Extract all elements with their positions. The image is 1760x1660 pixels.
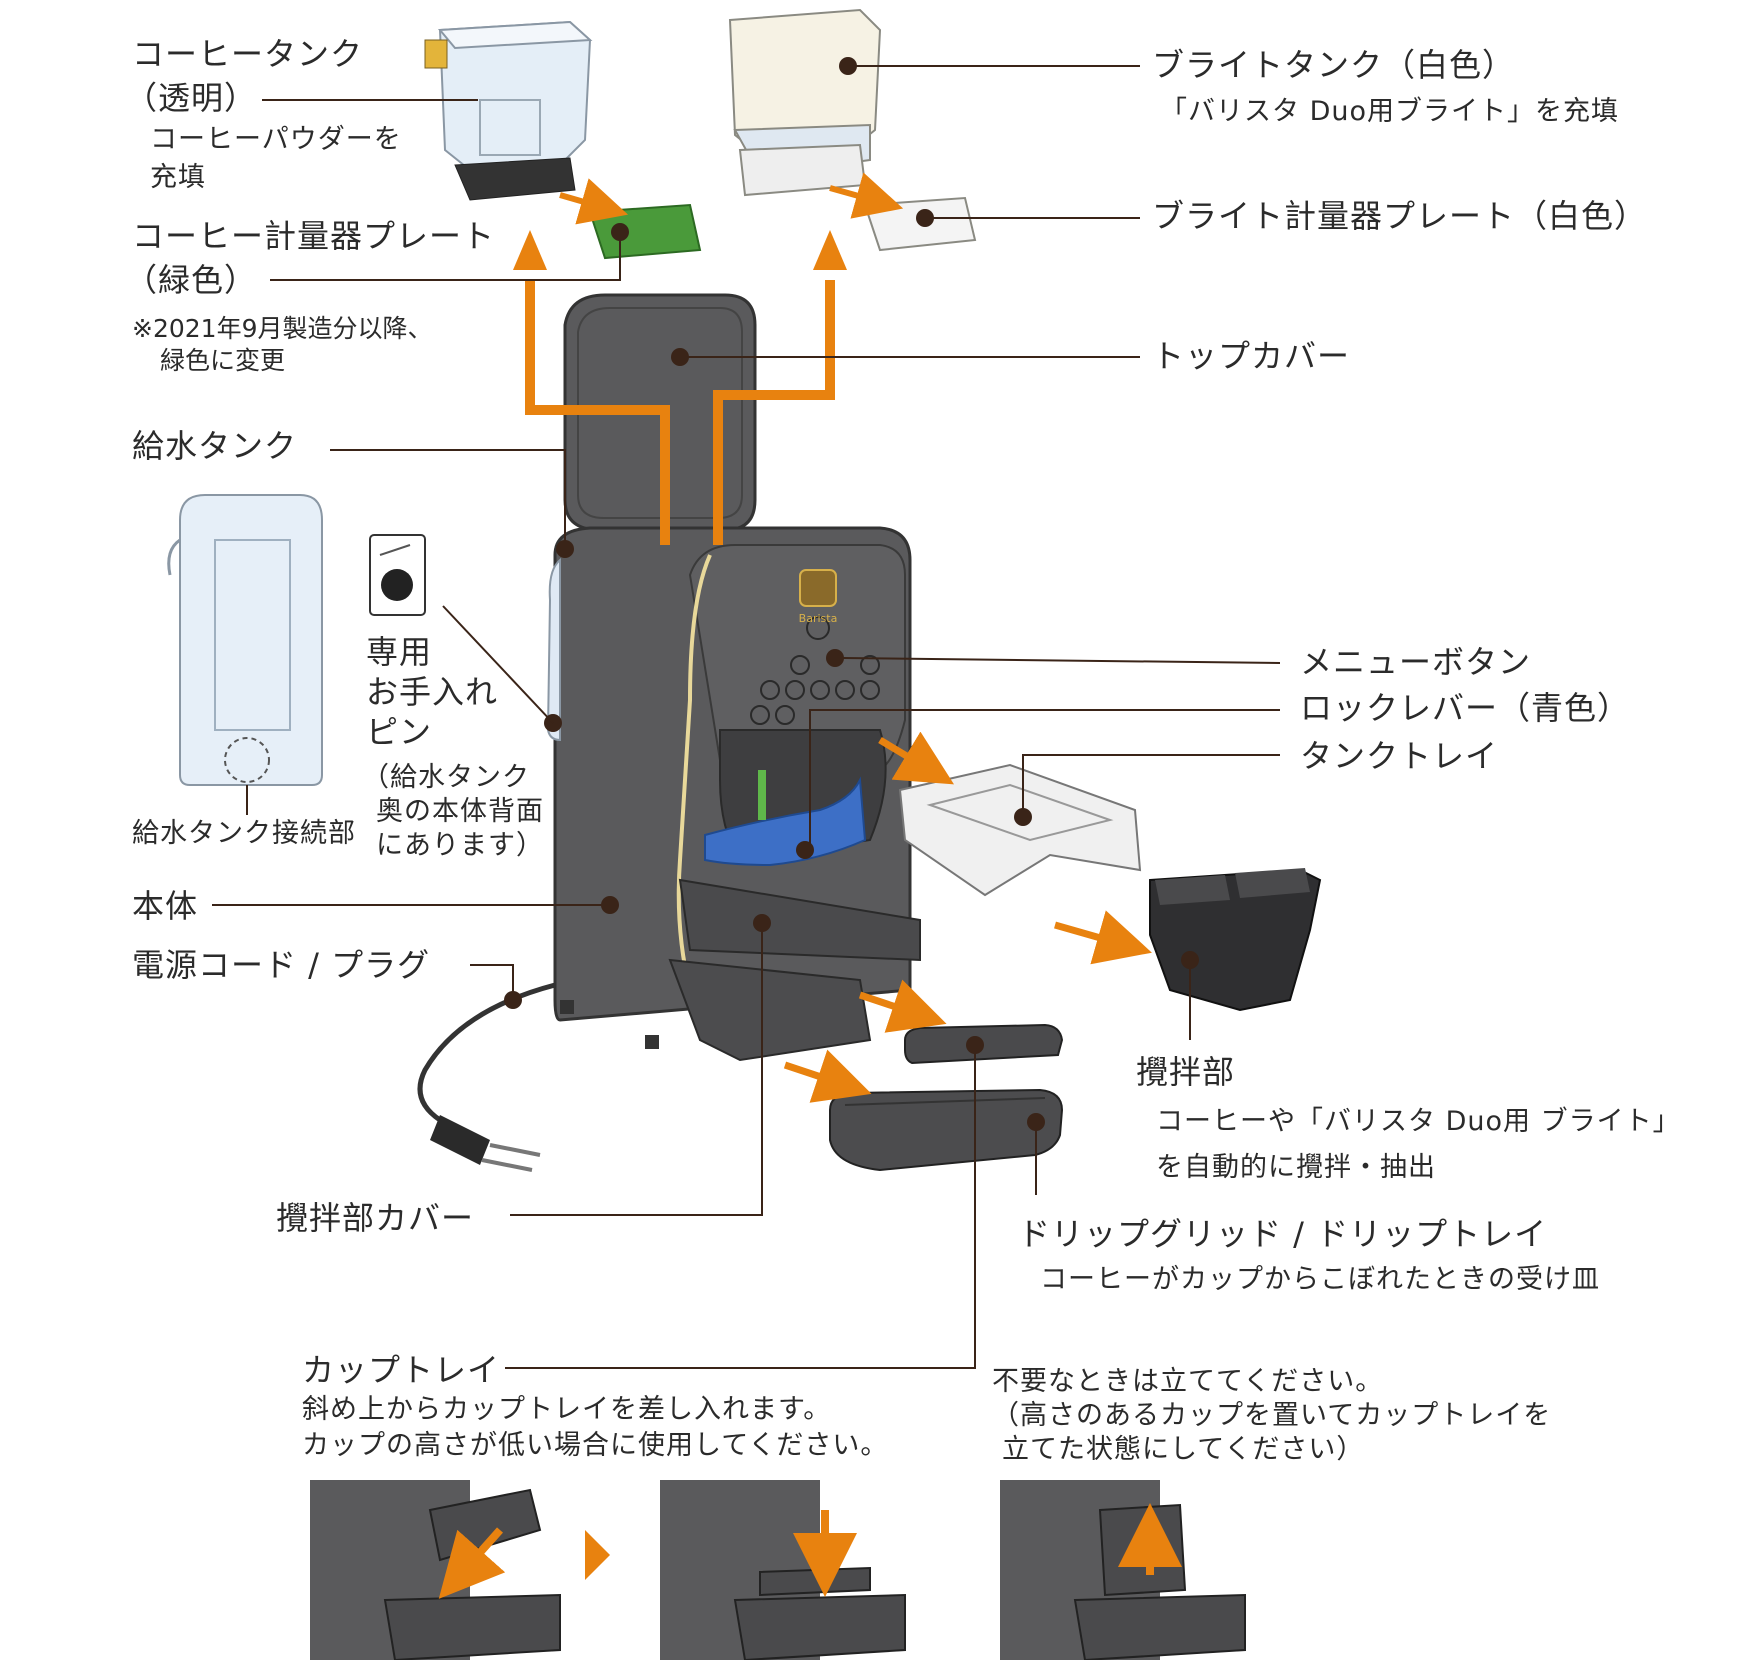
mixer-cover-label: 攪拌部カバー bbox=[276, 1199, 475, 1237]
drip-desc: コーヒーがカップからこぼれたときの受け皿 bbox=[1040, 1264, 1600, 1295]
cup-tray-desc-line2: カップの高さが低い場合に使用してください。 bbox=[302, 1430, 889, 1461]
mixer-label: 攪拌部 bbox=[1136, 1053, 1236, 1091]
cup-tray-step-2 bbox=[660, 1480, 906, 1660]
coffee-plate-label: コーヒー計量器プレート bbox=[132, 217, 496, 255]
drip-label: ドリップグリッド / ドリップトレイ bbox=[1018, 1215, 1548, 1253]
pin-label-line1: 専用 bbox=[366, 633, 433, 671]
stand-note-line3: 立てた状態にしてください） bbox=[1002, 1434, 1365, 1465]
drip-grid-illustration bbox=[904, 1023, 1064, 1065]
pin-note-line2: 奥の本体背面 bbox=[376, 796, 544, 827]
power-cord-label: 電源コード / プラグ bbox=[132, 946, 431, 984]
leader-lines bbox=[212, 65, 1281, 1369]
bright-tank-illustration bbox=[728, 8, 882, 197]
body-label: 本体 bbox=[132, 887, 199, 925]
menu-button-label: メニューボタン bbox=[1300, 643, 1532, 681]
pin-note-line3: にあります） bbox=[376, 830, 544, 861]
machine-body-illustration: Barista bbox=[544, 526, 921, 1062]
pin-label-line2: お手入れ bbox=[366, 673, 499, 711]
maintenance-pin-illustration bbox=[369, 534, 426, 616]
lock-lever-label: ロックレバー（青色） bbox=[1300, 689, 1631, 727]
drip-tray-illustration bbox=[829, 1088, 1064, 1172]
coffee-plate-illustration bbox=[588, 203, 702, 260]
cup-tray-label: カップトレイ bbox=[302, 1351, 501, 1389]
water-tank-label: 給水タンク bbox=[132, 427, 298, 465]
pin-label-line3: ピン bbox=[366, 713, 433, 751]
stand-note-line2: （高さのあるカップを置いてカップトレイを bbox=[992, 1400, 1552, 1431]
coffee-tank-desc-line1: コーヒーパウダーを bbox=[150, 124, 402, 155]
mixer-desc-line1: コーヒーや「バリスタ Duo用 ブライト」 bbox=[1156, 1106, 1681, 1137]
coffee-plate-note-line1: ※2021年9月製造分以降、 bbox=[132, 314, 433, 343]
step-arrow-icon bbox=[585, 1530, 610, 1580]
bright-plate-label: ブライト計量器プレート（白色） bbox=[1152, 197, 1648, 235]
cup-tray-step-3 bbox=[1000, 1480, 1246, 1660]
cup-tray-step-1 bbox=[310, 1480, 561, 1660]
coffee-tank-label: コーヒータンク bbox=[132, 35, 364, 73]
power-cord-illustration bbox=[417, 982, 556, 1172]
coffee-plate-sublabel: （緑色） bbox=[125, 261, 258, 299]
coffee-tank-illustration bbox=[424, 20, 593, 201]
stand-note-line1: 不要なときは立ててください。 bbox=[992, 1366, 1384, 1397]
mixer-desc-line2: を自動的に攪拌・抽出 bbox=[1156, 1152, 1436, 1183]
coffee-plate-note-line2: 緑色に変更 bbox=[160, 346, 286, 375]
bright-tank-desc: 「バリスタ Duo用ブライト」を充填 bbox=[1160, 96, 1620, 127]
bright-tank-label: ブライトタンク（白色） bbox=[1152, 46, 1516, 84]
cup-tray-desc-line1: 斜め上からカップトレイを差し入れます。 bbox=[302, 1394, 832, 1425]
coffee-tank-desc-line2: 充填 bbox=[150, 162, 206, 193]
removal-arrows bbox=[513, 230, 1152, 1103]
coffee-tank-sublabel: （透明） bbox=[125, 79, 258, 117]
water-tank-connector-label: 給水タンク接続部 bbox=[132, 818, 356, 849]
water-tank-illustration bbox=[167, 494, 323, 786]
top-cover-label: トップカバー bbox=[1152, 337, 1351, 375]
tank-tray-label: タンクトレイ bbox=[1300, 737, 1499, 775]
pin-note-line1: （給水タンク bbox=[362, 762, 530, 793]
tank-tray-illustration bbox=[898, 763, 1142, 897]
mixer-illustration bbox=[1149, 868, 1322, 1012]
bright-plate-illustration bbox=[863, 196, 977, 252]
barista-logo: Barista bbox=[799, 612, 838, 625]
